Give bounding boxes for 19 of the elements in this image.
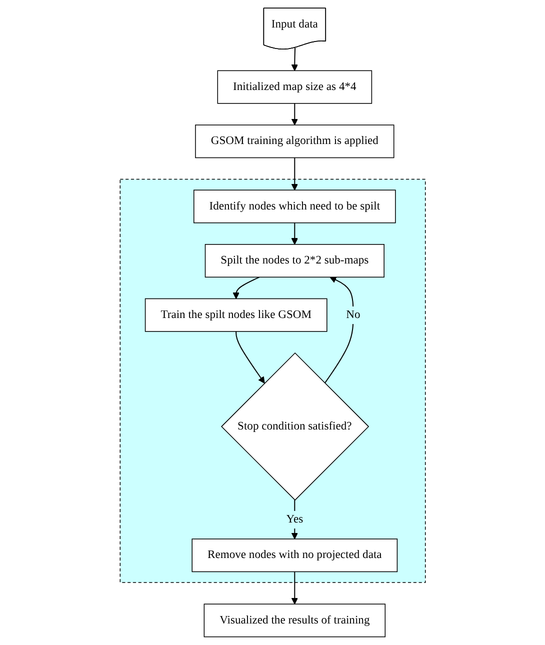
arrow <box>291 157 298 190</box>
cluster <box>120 178 426 583</box>
node-box: Remove nodes with no projected data <box>191 538 398 572</box>
edge-label: No <box>346 308 360 322</box>
arrow <box>235 330 265 384</box>
node-box: Spilt the nodes to 2*2 sub-maps <box>204 244 384 278</box>
edge-label: Yes <box>286 513 303 526</box>
node-box: Visualized the results of training <box>204 604 386 638</box>
node-box: GSOM training algorithm is applied <box>194 124 394 158</box>
arrow <box>291 571 298 604</box>
arrow <box>291 102 298 126</box>
arrow <box>324 276 354 384</box>
node-box: Train the spilt nodes like GSOM <box>144 298 328 332</box>
arrow <box>291 222 298 245</box>
node-box: Initialized map size as 4*4 <box>216 70 372 104</box>
arrow <box>291 47 298 71</box>
arrow <box>232 276 260 300</box>
node-box: Identify nodes which need to be spilt <box>193 190 396 224</box>
node-diamond: Stop condition satisfied? <box>220 352 369 501</box>
